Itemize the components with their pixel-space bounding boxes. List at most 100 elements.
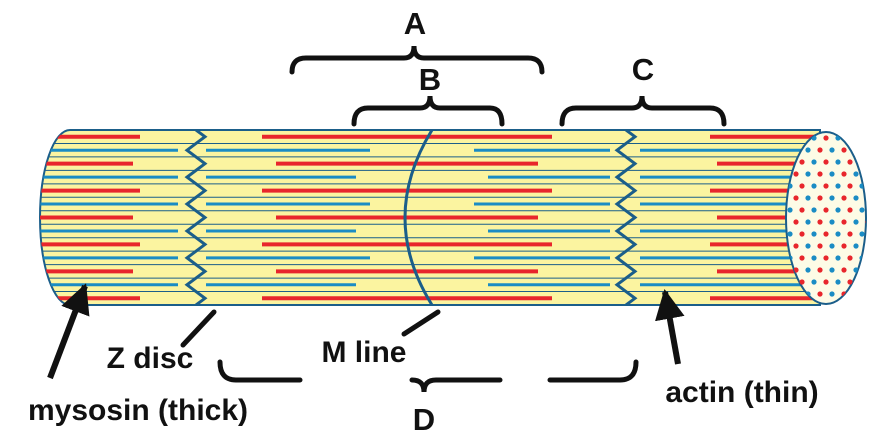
cross-section-dot [847,279,853,285]
cross-section-dot [787,231,793,237]
bracket-d-center [409,377,503,393]
label-actin: actin (thin) [665,376,818,409]
z-disc [184,130,208,305]
cross-section-dot [823,207,829,213]
cross-section-dot [817,243,823,249]
cross-section-dot [811,231,817,237]
cross-section-dot [799,207,805,213]
cross-section-dot [847,255,853,261]
cross-section-dot [823,231,829,237]
cross-section-dot [817,147,823,153]
cross-section-dot [841,195,847,201]
fiber-cross-section [785,131,867,305]
cross-section-dot [835,279,841,285]
cross-section-dot [865,195,866,201]
label-myosin: mysosin (thick) [28,394,248,427]
cross-section-dot [841,243,847,249]
cross-section-dot [805,243,811,249]
cross-section-dot [823,159,829,165]
cross-section-dot [817,219,823,225]
cross-section-dot [835,255,841,261]
label-a: A [404,6,426,41]
cross-section-dot [829,219,835,225]
cross-section-dot [817,291,823,297]
cross-section-dot [853,291,859,297]
cross-section-dot [853,195,859,201]
cross-section-dot [841,267,847,273]
z-disc [614,130,638,305]
cross-section-dot [859,231,865,237]
cross-section-dot [865,267,866,273]
cross-section-dot [823,135,829,141]
z-disc-pointer [180,309,217,348]
cross-section-dot [859,207,865,213]
cross-section-dot [829,147,835,153]
cross-section-dot [853,219,859,225]
label-b: B [419,62,441,97]
cross-section-dot [799,183,805,189]
cross-section-dot [805,219,811,225]
cross-section-dot [829,267,835,273]
cross-section-dot [799,159,805,165]
cross-section-dot [805,147,811,153]
cross-section-dot [799,255,805,261]
cross-section-dot [829,171,835,177]
cross-section-dot [859,279,865,285]
bracket-d-right [547,359,639,383]
cross-section-dot [805,171,811,177]
cross-section-dot [853,267,859,273]
cross-section-dot [799,279,805,285]
cross-section-dot [811,279,817,285]
cross-section-dot [793,219,799,225]
cross-section-dot [811,183,817,189]
label-c: C [632,52,654,87]
cross-section-dot [865,147,866,153]
bracket-c [559,95,727,127]
cross-section-dot [793,195,799,201]
cross-section-dot [817,195,823,201]
myosin-arrow [47,283,90,380]
cross-section-dot [787,207,793,213]
cross-section-dot [865,291,866,297]
cross-section-dot [859,159,865,165]
bracket-d-left [217,359,303,383]
cross-section-dot [865,171,866,177]
cross-section-dot [829,291,835,297]
cross-section-dot [853,147,859,153]
cross-section-dot [847,207,853,213]
cross-section-dot [835,207,841,213]
cross-section-dot [811,159,817,165]
cross-section-dot [853,171,859,177]
m-line-pointer [401,309,441,337]
cross-section-dot [811,207,817,213]
cross-section-dot [859,135,865,141]
cross-section-dot [853,243,859,249]
cross-section-dot [793,171,799,177]
cross-section-dot [847,135,853,141]
z-disc-lines [184,130,638,305]
cross-section-dot [817,171,823,177]
cross-section-dot [829,195,835,201]
cross-section-dot [829,243,835,249]
cross-section-dot [835,159,841,165]
cross-section-dot [805,195,811,201]
label-m-line: M line [321,336,406,369]
cross-section-dot [823,183,829,189]
filament-array [40,134,820,301]
cross-section-dot [811,255,817,261]
cross-section-dot [835,231,841,237]
cross-section-dot [823,255,829,261]
label-d: D [413,402,435,437]
cross-section-dot [793,243,799,249]
label-z-disc: Z disc [107,342,194,375]
cross-section-dot [817,267,823,273]
bracket-b [351,95,505,127]
cross-section-dot [847,183,853,189]
m-line [403,130,434,305]
cross-section-dot [847,159,853,165]
cross-section-dot [805,267,811,273]
cross-section-dot [835,183,841,189]
cross-section-dot [823,279,829,285]
